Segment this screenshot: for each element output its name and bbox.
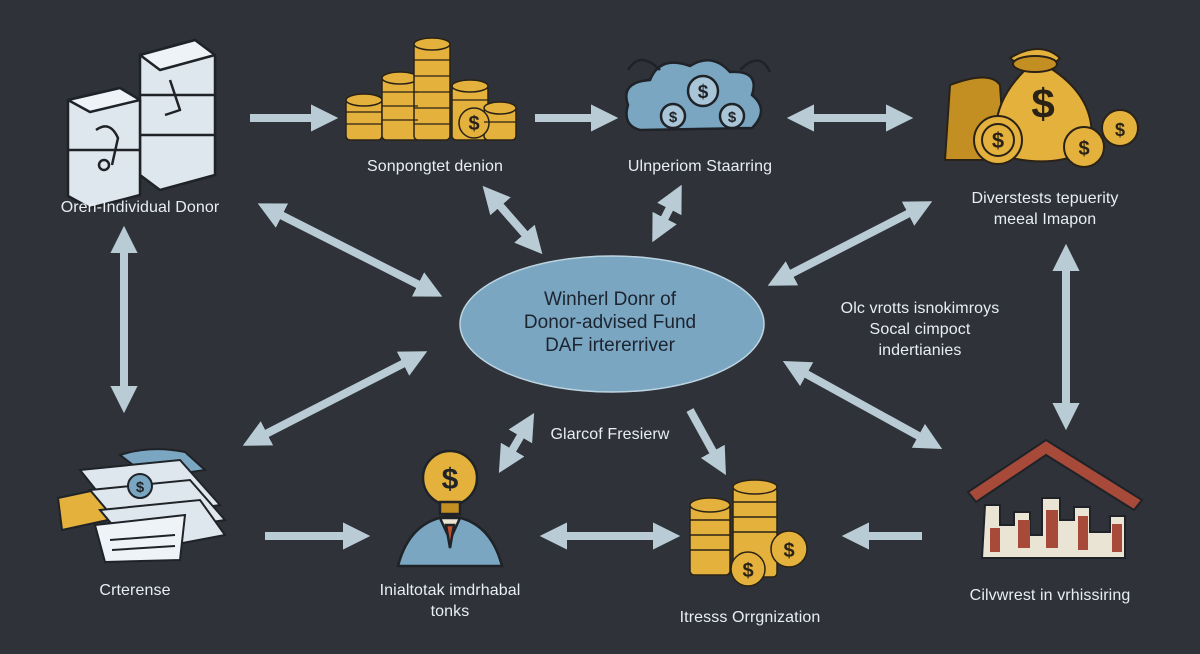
cash-bundle-icon: $	[56, 448, 227, 564]
arrow-sonpong-center	[482, 185, 543, 255]
svg-text:$: $	[783, 540, 794, 562]
social-impact-line2: Socal cimpoct	[869, 321, 971, 338]
arrow-center-crterense	[242, 351, 428, 446]
diverstests-label-line1: Diverstests tepuerity	[971, 190, 1119, 207]
svg-text:$: $	[669, 109, 678, 126]
diverstests-label-line2: meeal Imapon	[993, 211, 1097, 228]
individual-donor-label: Oren-Individual Donor	[60, 199, 220, 216]
svg-text:$: $	[742, 560, 753, 582]
svg-text:$: $	[728, 109, 737, 126]
grant-label: Glarcof Fresierw	[550, 426, 670, 443]
house-city-icon	[966, 438, 1144, 559]
server-stack-icon	[66, 38, 217, 210]
center-line-2: Donor-advised Fund	[523, 312, 697, 333]
crterense-label: Crterense	[99, 582, 171, 599]
arrow-donor-center	[257, 203, 443, 297]
svg-text:$: $	[1078, 138, 1089, 160]
svg-text:$: $	[468, 113, 479, 135]
center-line-3: DAF irtererriver	[545, 335, 675, 356]
svg-text:$: $	[992, 128, 1004, 153]
svg-text:$: $	[698, 82, 709, 103]
idea-person-icon: $	[396, 449, 504, 568]
sonpong-label: Sonpongtet denion	[366, 158, 504, 175]
arrow-ulnperiom-center	[652, 184, 682, 243]
center-hub-ellipse	[459, 255, 765, 393]
svg-text:$: $	[1115, 120, 1125, 140]
arrow-center-itresss	[686, 408, 726, 476]
arrow-center-civwrest	[782, 361, 943, 449]
center-line-1: Winherl Donr of	[544, 289, 676, 310]
social-impact-line1: Olc vrotts isnokimroys	[840, 300, 1000, 317]
center-hub-text: Winherl Donr of Donor-advised Fund DAF i…	[460, 288, 760, 357]
inialtotak-label-line1: Inialtotak imdrhabal	[379, 582, 521, 599]
civwrest-label: Cilvwrest in vrhissiring	[969, 587, 1131, 604]
ulnperiom-label: Ulnperiom Staarring	[627, 158, 773, 175]
coin-stacks-icon: $	[345, 37, 517, 141]
arrow-grant-center	[498, 412, 535, 474]
svg-text:$: $	[442, 463, 459, 496]
arrow-diverstests-center	[767, 201, 933, 286]
social-impact-line3: indertianies	[878, 342, 962, 359]
arrows	[110, 104, 1080, 550]
svg-text:$: $	[136, 479, 145, 496]
svg-text:$: $	[1031, 80, 1054, 127]
itresss-label: Itresss Orrgnization	[679, 609, 821, 626]
money-bags-icon: $ $ $ $	[943, 48, 1139, 168]
coin-tower-icon: $ $	[689, 479, 808, 587]
money-cloud-icon: $ $ $	[625, 58, 772, 132]
inialtotak-label-line2: tonks	[430, 603, 470, 620]
